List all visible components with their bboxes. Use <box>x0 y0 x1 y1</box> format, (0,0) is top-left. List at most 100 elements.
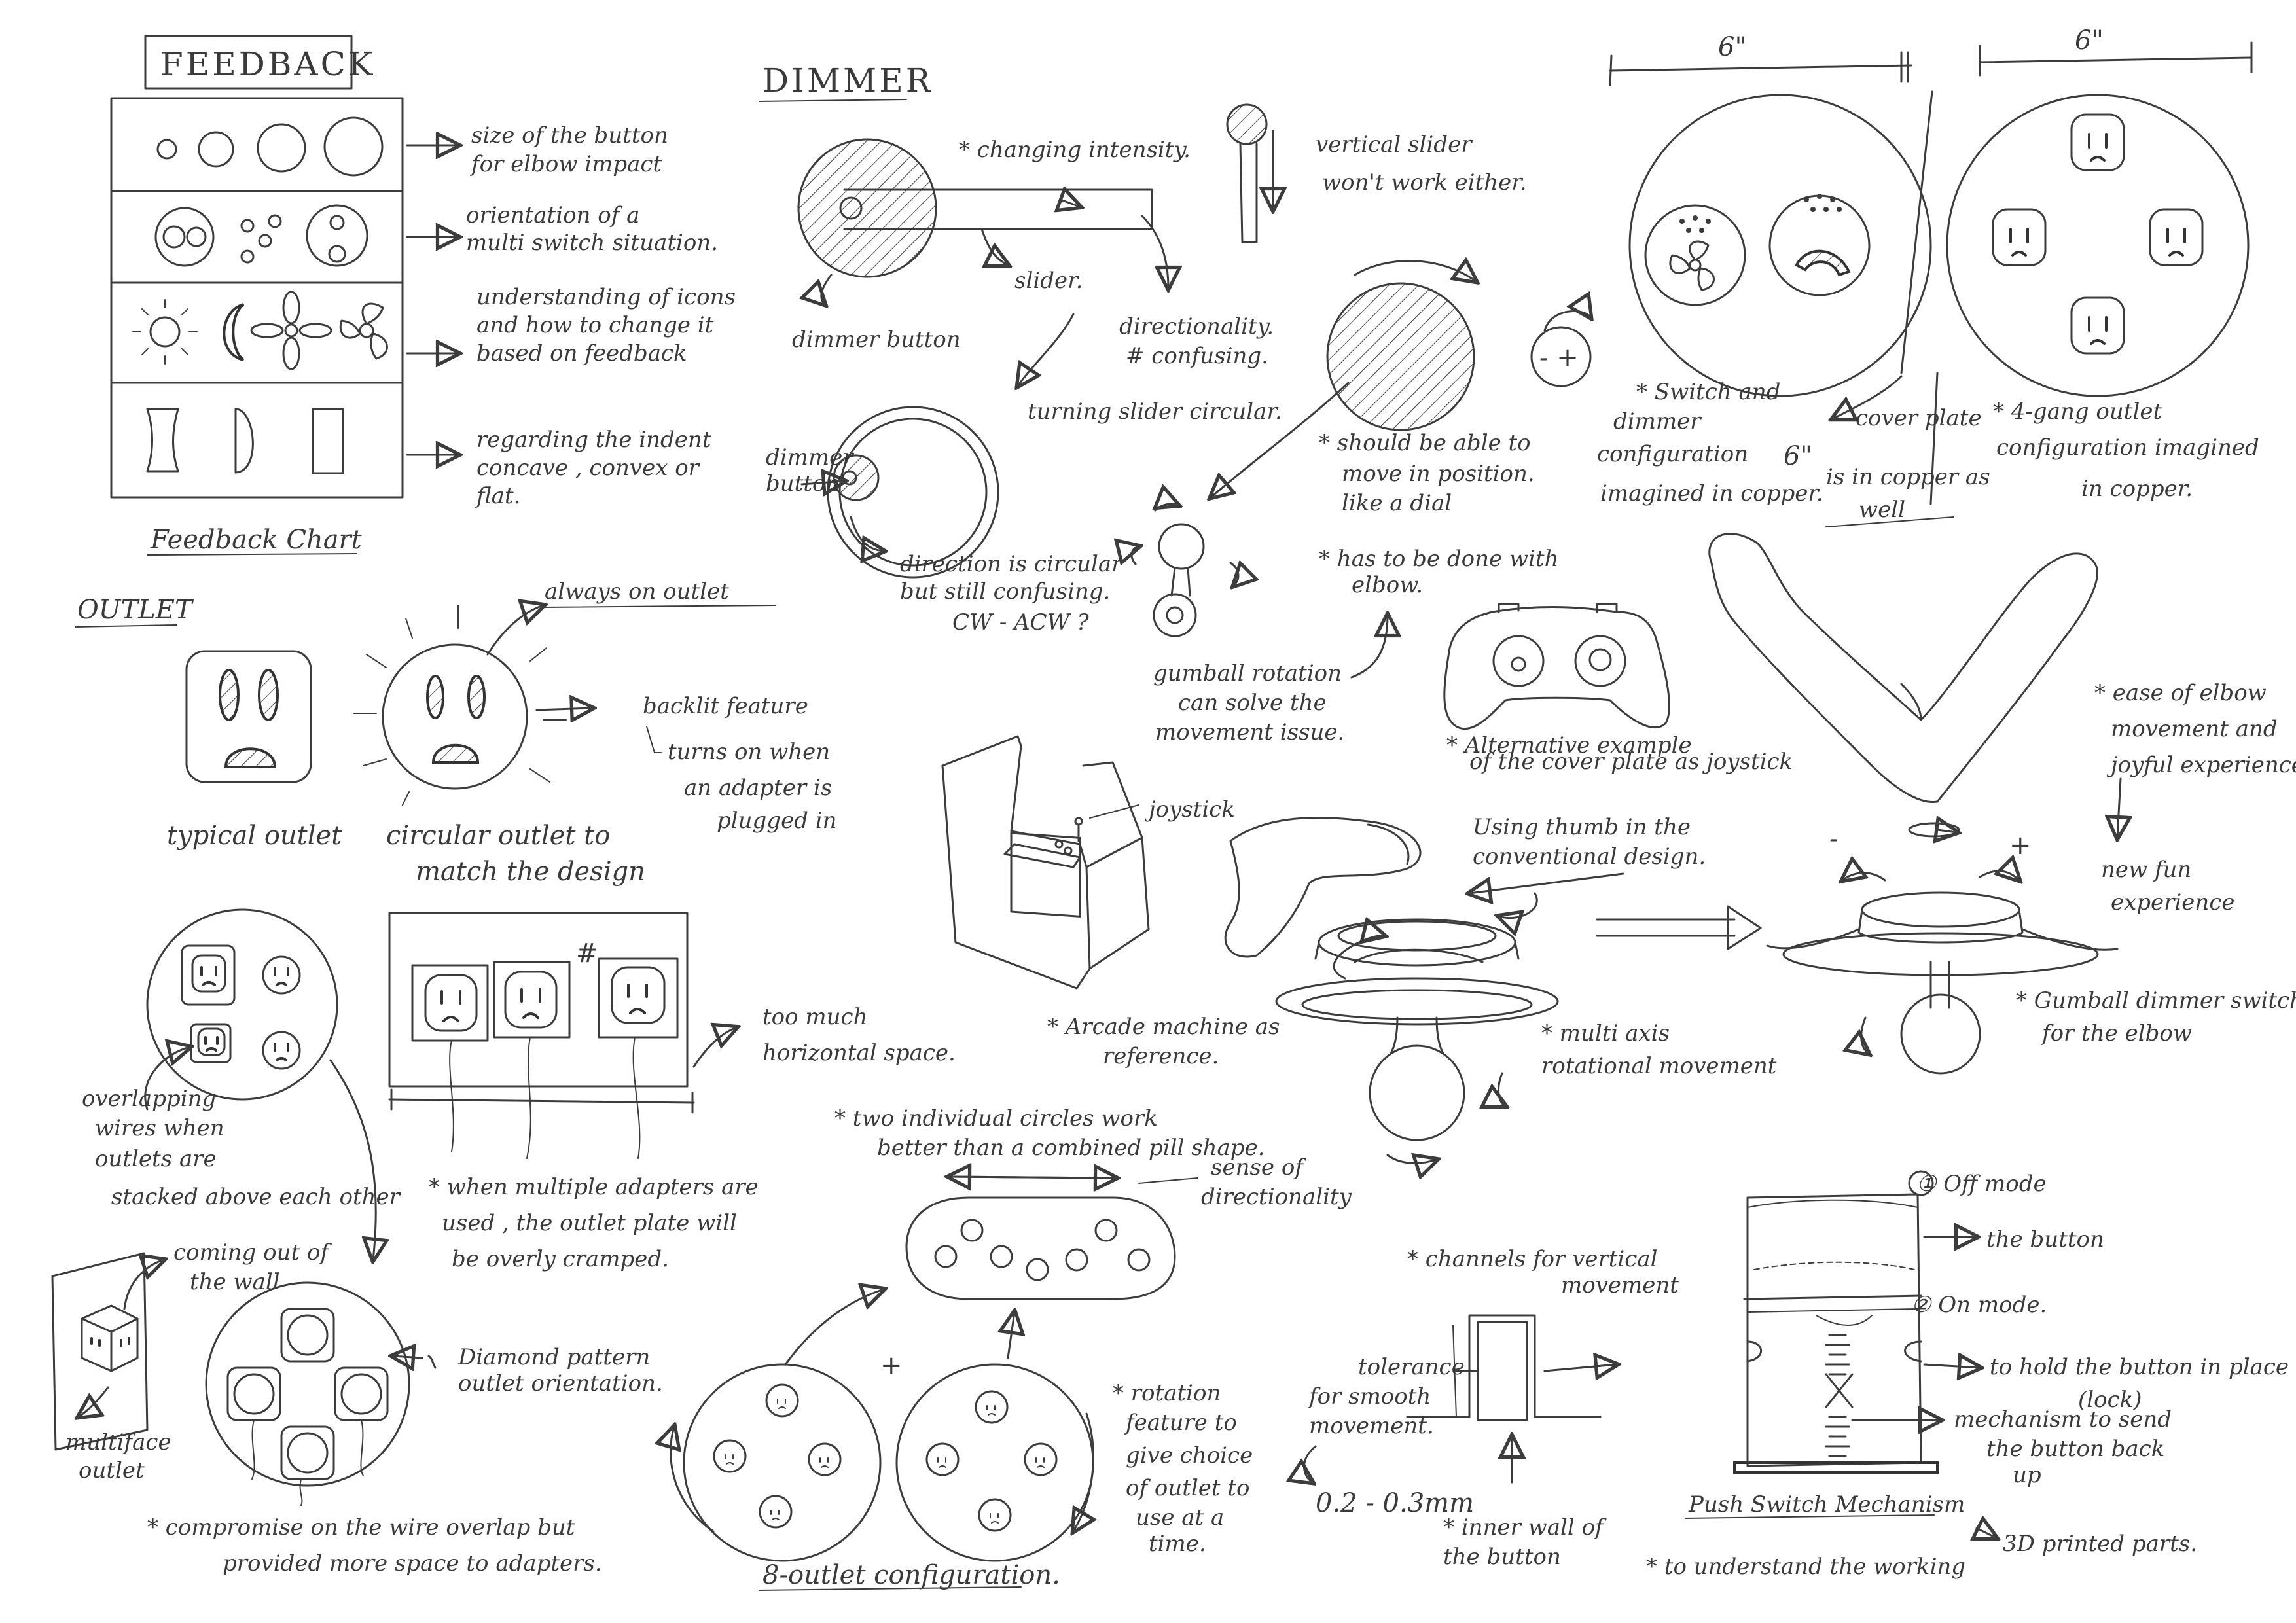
sense-2: directionality <box>1201 1184 1352 1210</box>
feedback-caption: Feedback Chart <box>150 525 363 555</box>
measure: 0.2 - 0.3mm <box>1316 1488 1474 1518</box>
row2-note-2: multi switch situation. <box>466 230 718 256</box>
horizontal-1: too much <box>762 1004 868 1030</box>
ease-2: movement and <box>2111 716 2278 742</box>
elbow-note-1: * has to be done with <box>1319 546 1558 572</box>
row1-note-2: for elbow impact <box>469 151 662 177</box>
sun-icon <box>132 299 198 365</box>
multiple-3: be overly cramped. <box>452 1246 669 1272</box>
on-mode: ② On mode. <box>1911 1292 2047 1318</box>
gumball-sketch <box>1132 504 1238 637</box>
slider-track <box>843 188 1153 230</box>
fan-icon <box>250 291 332 370</box>
diamond-plate <box>205 1281 437 1506</box>
fan-icon <box>1669 240 1715 291</box>
dimmer-button-label: dimmer button <box>792 327 961 353</box>
row4-note-1: regarding the indent <box>476 427 711 453</box>
propeller-icon <box>339 302 388 360</box>
multiple-2: used , the outlet plate will <box>442 1210 737 1236</box>
circular-outlet-2: match the design <box>416 857 645 887</box>
channel-diagram <box>1304 1314 1617 1482</box>
multiface-2: outlet <box>79 1457 145 1484</box>
dim-right: 6" <box>2075 26 2104 56</box>
minus-plus: - + <box>1539 343 1579 373</box>
thumb-note-2: conventional design. <box>1473 844 1706 870</box>
multi-axis-2: rotational movement <box>1541 1053 1777 1079</box>
elbow-section: * ease of elbow movement and joyful expe… <box>1708 533 2296 1075</box>
switch-dimmer-3: configuration <box>1597 441 1748 467</box>
arm-sketch <box>1708 533 2098 804</box>
new-fun-1: new fun <box>2101 857 2191 883</box>
mechanism-1: mechanism to send <box>1954 1406 2172 1433</box>
vertical-slider-1: vertical slider <box>1316 132 1473 158</box>
four-gang-outlets <box>1992 113 2204 355</box>
four-gang-plate <box>1946 94 2250 397</box>
diamond-1: Diamond pattern <box>457 1344 650 1370</box>
inner-wall-1: * inner wall of <box>1443 1514 1607 1541</box>
icon-row <box>132 291 388 370</box>
button-size-circles <box>156 116 384 177</box>
typical-outlet <box>185 650 312 783</box>
ease-1: * ease of elbow <box>2094 680 2267 706</box>
eight-outlet-circles <box>671 1363 1094 1562</box>
outlet-title: OUTLET <box>77 595 194 625</box>
off-mode: ① Off mode <box>1916 1171 2047 1197</box>
switch-dimmer-plate <box>1628 94 1932 397</box>
four-gang-2: configuration imagined <box>1996 435 2259 461</box>
multiface-outlet <box>51 1252 164 1451</box>
overlapping-1: overlapping <box>82 1086 216 1112</box>
hatched-dial: - + <box>1211 261 1590 497</box>
the-button: the button <box>1986 1226 2104 1253</box>
gumball-switch-1: * Gumball dimmer switch <box>2016 988 2296 1014</box>
arcade-machine <box>941 735 1150 990</box>
channels-2: movement <box>1561 1272 1679 1298</box>
compromise-1: * compromise on the wire overlap but <box>147 1514 575 1541</box>
dimmer-section: DIMMER * changing intensity. dimmer butt… <box>759 62 1793 1163</box>
rotation-3: give choice <box>1126 1442 1253 1469</box>
row1-note-1: size of the button <box>471 122 668 149</box>
channels-1: * channels for vertical <box>1407 1246 1657 1272</box>
elbow-note-2: elbow. <box>1352 572 1423 598</box>
dial-note-3: like a dial <box>1342 490 1452 516</box>
overlapping-2: wires when <box>95 1115 224 1141</box>
backlit-1: backlit feature <box>643 693 808 719</box>
rotation-6: time. <box>1149 1531 1206 1557</box>
dial-note-2: move in position. <box>1342 461 1535 487</box>
circular-dimmer <box>800 406 999 579</box>
fan-switch-dots <box>1679 215 1711 233</box>
eight-outlet-caption: 8-outlet configuration. <box>762 1560 1060 1590</box>
big-arrow-right <box>1596 905 1762 950</box>
backlit-3: an adapter is <box>684 775 832 801</box>
multiface-1: multiface <box>65 1429 171 1455</box>
two-circles-2: better than a combined pill shape. <box>877 1135 1265 1161</box>
circular-outlet <box>353 605 567 806</box>
plus-sign: + <box>880 1351 903 1381</box>
new-fun-2: experience <box>2111 889 2235 916</box>
dimmer-dial-hatched <box>797 138 937 278</box>
directionality-2: # confusing. <box>1126 343 1268 369</box>
gumball-switch-2: for the elbow <box>2040 1020 2192 1046</box>
eight-outlet-section: * two individual circles work better tha… <box>671 1105 1352 1591</box>
copper-plates: 6" 6" 6" <box>1597 26 2259 527</box>
hold-1: to hold the button in place <box>1990 1354 2289 1380</box>
indent-shapes <box>146 408 344 474</box>
rotation-1: * rotation <box>1113 1380 1221 1406</box>
mechanism-2: the button back <box>1986 1436 2164 1462</box>
thumb-note-1: Using thumb in the <box>1473 814 1691 840</box>
arcade-note-2: reference. <box>1103 1043 1219 1069</box>
row3-note-2: and how to change it <box>476 312 714 338</box>
controller-sketch <box>1443 603 1670 730</box>
feedback-chart: FEEDBACK <box>110 35 736 556</box>
hash-mark: # <box>576 938 598 969</box>
feedback-title: FEEDBACK <box>160 45 375 83</box>
feedback-title-box <box>144 35 353 90</box>
dim-left: 6" <box>1718 32 1747 62</box>
minus-plus-dial <box>1530 326 1592 387</box>
ease-3: joyful experience <box>2106 752 2296 778</box>
overlapping-3: outlets are <box>95 1146 217 1172</box>
direction-circular-3: CW - ACW ? <box>952 609 1089 635</box>
compromise-2: provided more space to adapters. <box>223 1550 602 1577</box>
gumball-note-3: movement issue. <box>1155 719 1344 745</box>
coming-out-2: the wall <box>190 1269 280 1295</box>
multi-switch-circles <box>154 204 368 267</box>
